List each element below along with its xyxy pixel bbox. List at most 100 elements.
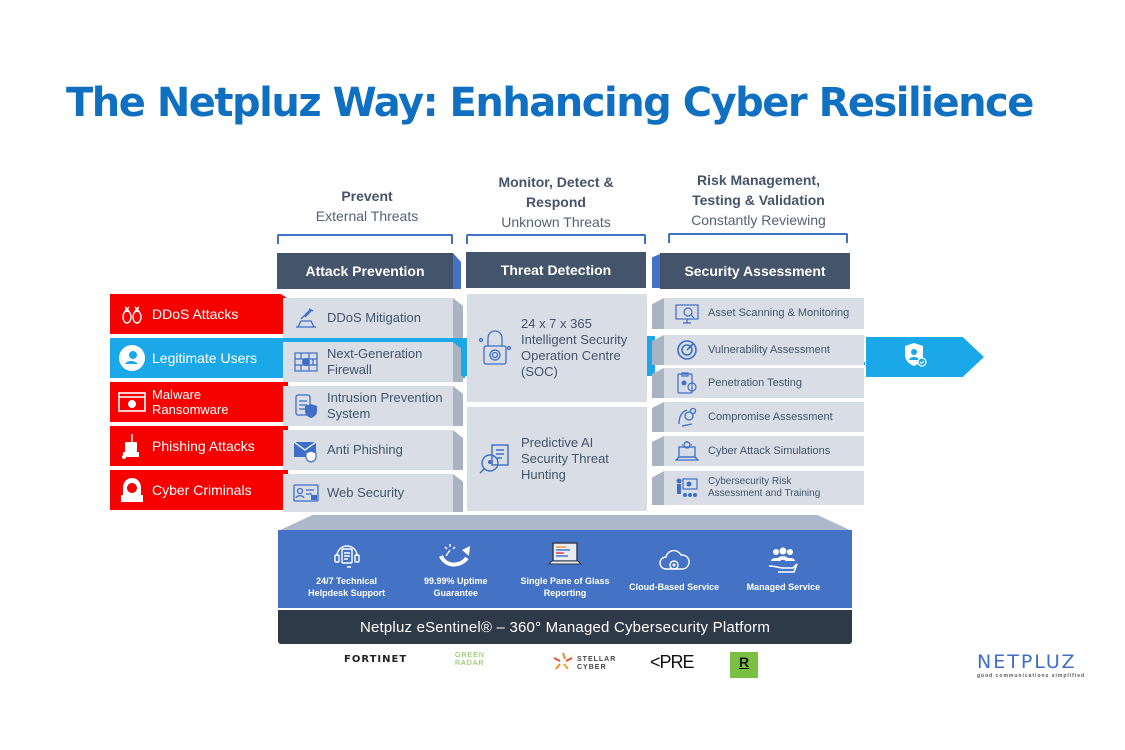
column-heading-subtitle: External Threats <box>315 208 419 224</box>
source-ddos-attacks: DDoS Attacks <box>110 294 288 334</box>
laptop-virus-icon <box>674 438 700 464</box>
threat-stripe <box>280 426 283 466</box>
phishing-icon <box>116 430 148 462</box>
source-malware-ransomware: Malware Ransomware <box>110 382 288 422</box>
card-intrusion-prevention-system: Intrusion Prevention System <box>283 386 463 426</box>
card-side <box>652 436 664 466</box>
feature-label: Cloud-Based Service <box>629 582 720 592</box>
pillar-label: Security Assessment <box>684 263 826 279</box>
uptime-arrow-icon <box>406 539 506 571</box>
card-soc: 24 x 7 x 365 Intelligent Security Operat… <box>467 294 647 402</box>
column-heading-subtitle: Constantly Reviewing <box>691 212 826 228</box>
feature-cloud: Cloud-Based Service <box>624 545 724 593</box>
pillar-label: Threat Detection <box>500 262 612 278</box>
bracket-risk <box>668 233 848 243</box>
shield-user-check-icon <box>902 341 928 374</box>
card-label: Cyber Attack Simulations <box>708 444 831 457</box>
column-heading-prevent: Prevent External Threats <box>277 186 457 226</box>
card-label: Asset Scanning & Monitoring <box>708 307 850 319</box>
pillar-security-assessment: Security Assessment <box>660 253 850 289</box>
page-title: The Netpluz Way: Enhancing Cyber Resilie… <box>66 80 1034 126</box>
magnifier-document-icon <box>477 439 513 479</box>
partner-logo-fortinet: FORTINET <box>344 654 408 665</box>
monitor-scan-icon <box>674 301 700 327</box>
card-label: DDoS Mitigation <box>327 310 421 325</box>
feature-label: 99.99% Uptime Guarantee <box>424 576 488 598</box>
source-phishing-attacks: Phishing Attacks <box>110 426 288 466</box>
card-vulnerability-assessment: Vulnerability Assessment <box>652 335 864 365</box>
card-label: Vulnerability Assessment <box>708 343 830 356</box>
platform-name-bar: Netpluz eSentinel® – 360° Managed Cybers… <box>278 610 852 644</box>
card-side <box>453 342 463 382</box>
column-heading-monitor: Monitor, Detect & Respond Unknown Threat… <box>466 172 646 232</box>
card-label: Intrusion Prevention System <box>327 390 443 421</box>
partner-logo-r: R <box>730 652 758 678</box>
headset-icon <box>297 539 397 571</box>
card-side <box>453 430 463 470</box>
feature-label: Single Pane of Glass Reporting <box>520 576 610 598</box>
card-side <box>453 386 463 426</box>
card-side <box>652 402 664 432</box>
card-side <box>453 474 463 512</box>
card-side <box>652 368 664 398</box>
document-shield-icon <box>293 393 319 419</box>
output-arrow <box>866 337 984 377</box>
id-card-lock-icon <box>293 480 319 506</box>
card-side <box>652 335 664 365</box>
presentation-icon <box>674 475 700 501</box>
radar-icon <box>674 337 700 363</box>
column-heading-title: Prevent <box>341 188 393 204</box>
pillar-label: Attack Prevention <box>305 263 425 279</box>
card-side <box>652 298 664 329</box>
firewall-icon <box>293 349 319 375</box>
hand-gear-icon <box>674 404 700 430</box>
pillar-attack-prevention: Attack Prevention <box>277 253 461 289</box>
partner-name: <PRE <box>650 652 695 672</box>
partner-logo-pre: <PRE <box>650 652 695 673</box>
satellite-dish-icon <box>293 305 319 331</box>
people-hand-icon <box>733 545 833 577</box>
clipboard-gear-icon <box>674 370 700 396</box>
bomb-icon <box>116 298 148 330</box>
pillar-tab <box>652 254 660 288</box>
column-heading-risk: Risk Management, Testing & Validation Co… <box>666 170 851 230</box>
feature-reporting: Single Pane of Glass Reporting <box>515 539 615 599</box>
partner-logo-green-radar: GREEN RADAR <box>455 652 485 667</box>
card-label: Penetration Testing <box>708 376 802 389</box>
pillar-threat-detection: Threat Detection <box>466 252 646 288</box>
card-ddos-mitigation: DDoS Mitigation <box>283 298 463 338</box>
card-label: 24 x 7 x 365 Intelligent Security Operat… <box>521 316 628 379</box>
card-side <box>453 298 463 338</box>
malware-icon <box>116 386 148 418</box>
source-label: Malware Ransomware <box>152 387 229 417</box>
card-label: Cybersecurity Risk Assessment and Traini… <box>708 476 821 499</box>
flow-line <box>461 338 467 376</box>
source-label: Cyber Criminals <box>152 482 252 498</box>
card-side <box>652 471 664 505</box>
threat-stripe <box>280 382 283 422</box>
envelope-shield-icon <box>293 437 319 463</box>
pillar-tab <box>453 253 461 289</box>
partner-name: R <box>738 654 750 670</box>
feature-managed: Managed Service <box>733 545 833 593</box>
card-label: Web Security <box>327 485 405 500</box>
source-label: DDoS Attacks <box>152 306 239 322</box>
platform-features: 24/7 Technical Helpdesk Support 99.99% U… <box>278 530 852 608</box>
platform-name: Netpluz eSentinel® – 360° Managed Cybers… <box>359 618 771 636</box>
column-heading-title: Risk Management, Testing & Validation <box>692 172 825 208</box>
card-risk-assessment-training: Cybersecurity Risk Assessment and Traini… <box>652 471 864 505</box>
card-label: Predictive AI Security Threat Hunting <box>521 435 609 482</box>
cloud-gear-icon <box>624 545 724 577</box>
partner-logo-stellar-cyber: STELLAR CYBER <box>552 651 615 676</box>
bracket-prevent <box>277 234 453 244</box>
card-label: Anti Phishing <box>327 442 403 457</box>
brand-name: NETPLUZ <box>977 651 1077 673</box>
card-anti-phishing: Anti Phishing <box>283 430 463 470</box>
card-penetration-testing: Penetration Testing <box>652 368 864 398</box>
source-label: Legitimate Users <box>152 350 258 366</box>
column-heading-subtitle: Unknown Threats <box>501 214 611 230</box>
feature-uptime: 99.99% Uptime Guarantee <box>406 539 506 599</box>
feature-label: Managed Service <box>746 582 821 592</box>
padlock-fingerprint-icon <box>477 326 513 370</box>
card-compromise-assessment: Compromise Assessment <box>652 402 864 432</box>
